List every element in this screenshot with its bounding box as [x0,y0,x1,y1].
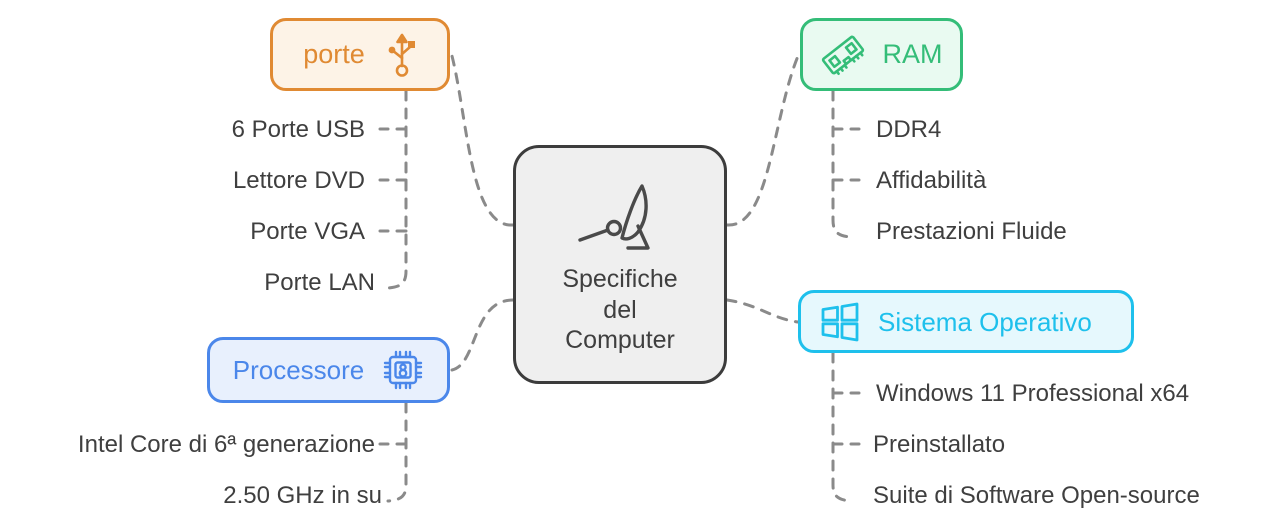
leaf-processore-0: Intel Core di 6ª generazione [77,431,375,458]
spine-porte [386,89,408,290]
link-center-to-porte [450,54,515,227]
link-center-to-processore [450,298,515,372]
branch-label-sistema-operativo: Sistema Operativo [878,306,1092,337]
spine-processore [386,401,408,503]
cpu-chip-icon [382,349,424,391]
spine-ram [831,89,853,239]
leaf-sistema-operativo-0: Windows 11 Professional x64 [876,380,1190,407]
branch-node-ram[interactable]: RAM [800,18,963,91]
branch-node-porte[interactable]: porte [270,18,450,91]
leaf-porte-0: 6 Porte USB [231,116,365,143]
leaf-processore-1: 2.50 GHz in su [223,482,382,509]
branch-node-processore[interactable]: Processore [207,337,450,403]
ram-stick-icon [821,33,865,77]
leaf-porte-1: Lettore DVD [232,167,365,194]
branch-label-porte: porte [303,39,365,69]
leaf-sistema-operativo-2: Suite di Software Open-source [873,482,1200,509]
branch-label-ram: RAM [882,39,943,69]
leaf-porte-2: Porte VGA [250,218,365,245]
link-center-to-ram [725,54,800,227]
branch-node-sistema-operativo[interactable]: Sistema Operativo [798,290,1134,353]
center-node[interactable]: Specifiche del Computer [513,145,727,384]
leaf-ram-2: Prestazioni Fluide [876,218,1067,245]
spine-sistema-operativo [831,351,853,503]
windows-logo-icon [819,302,861,342]
leaf-porte-3: Porte LAN [264,269,375,296]
leaf-ram-1: Affidabilità [876,167,987,194]
leaf-ram-0: DDR4 [876,116,942,143]
leaf-sistema-operativo-1: Preinstallato [873,431,1006,458]
center-node-label: Specifiche del Computer [562,265,678,354]
desktop-computer-icon [572,182,668,256]
usb-icon [387,32,417,78]
branch-label-processore: Processore [232,355,365,385]
link-center-to-sistema-operativo [725,298,800,324]
